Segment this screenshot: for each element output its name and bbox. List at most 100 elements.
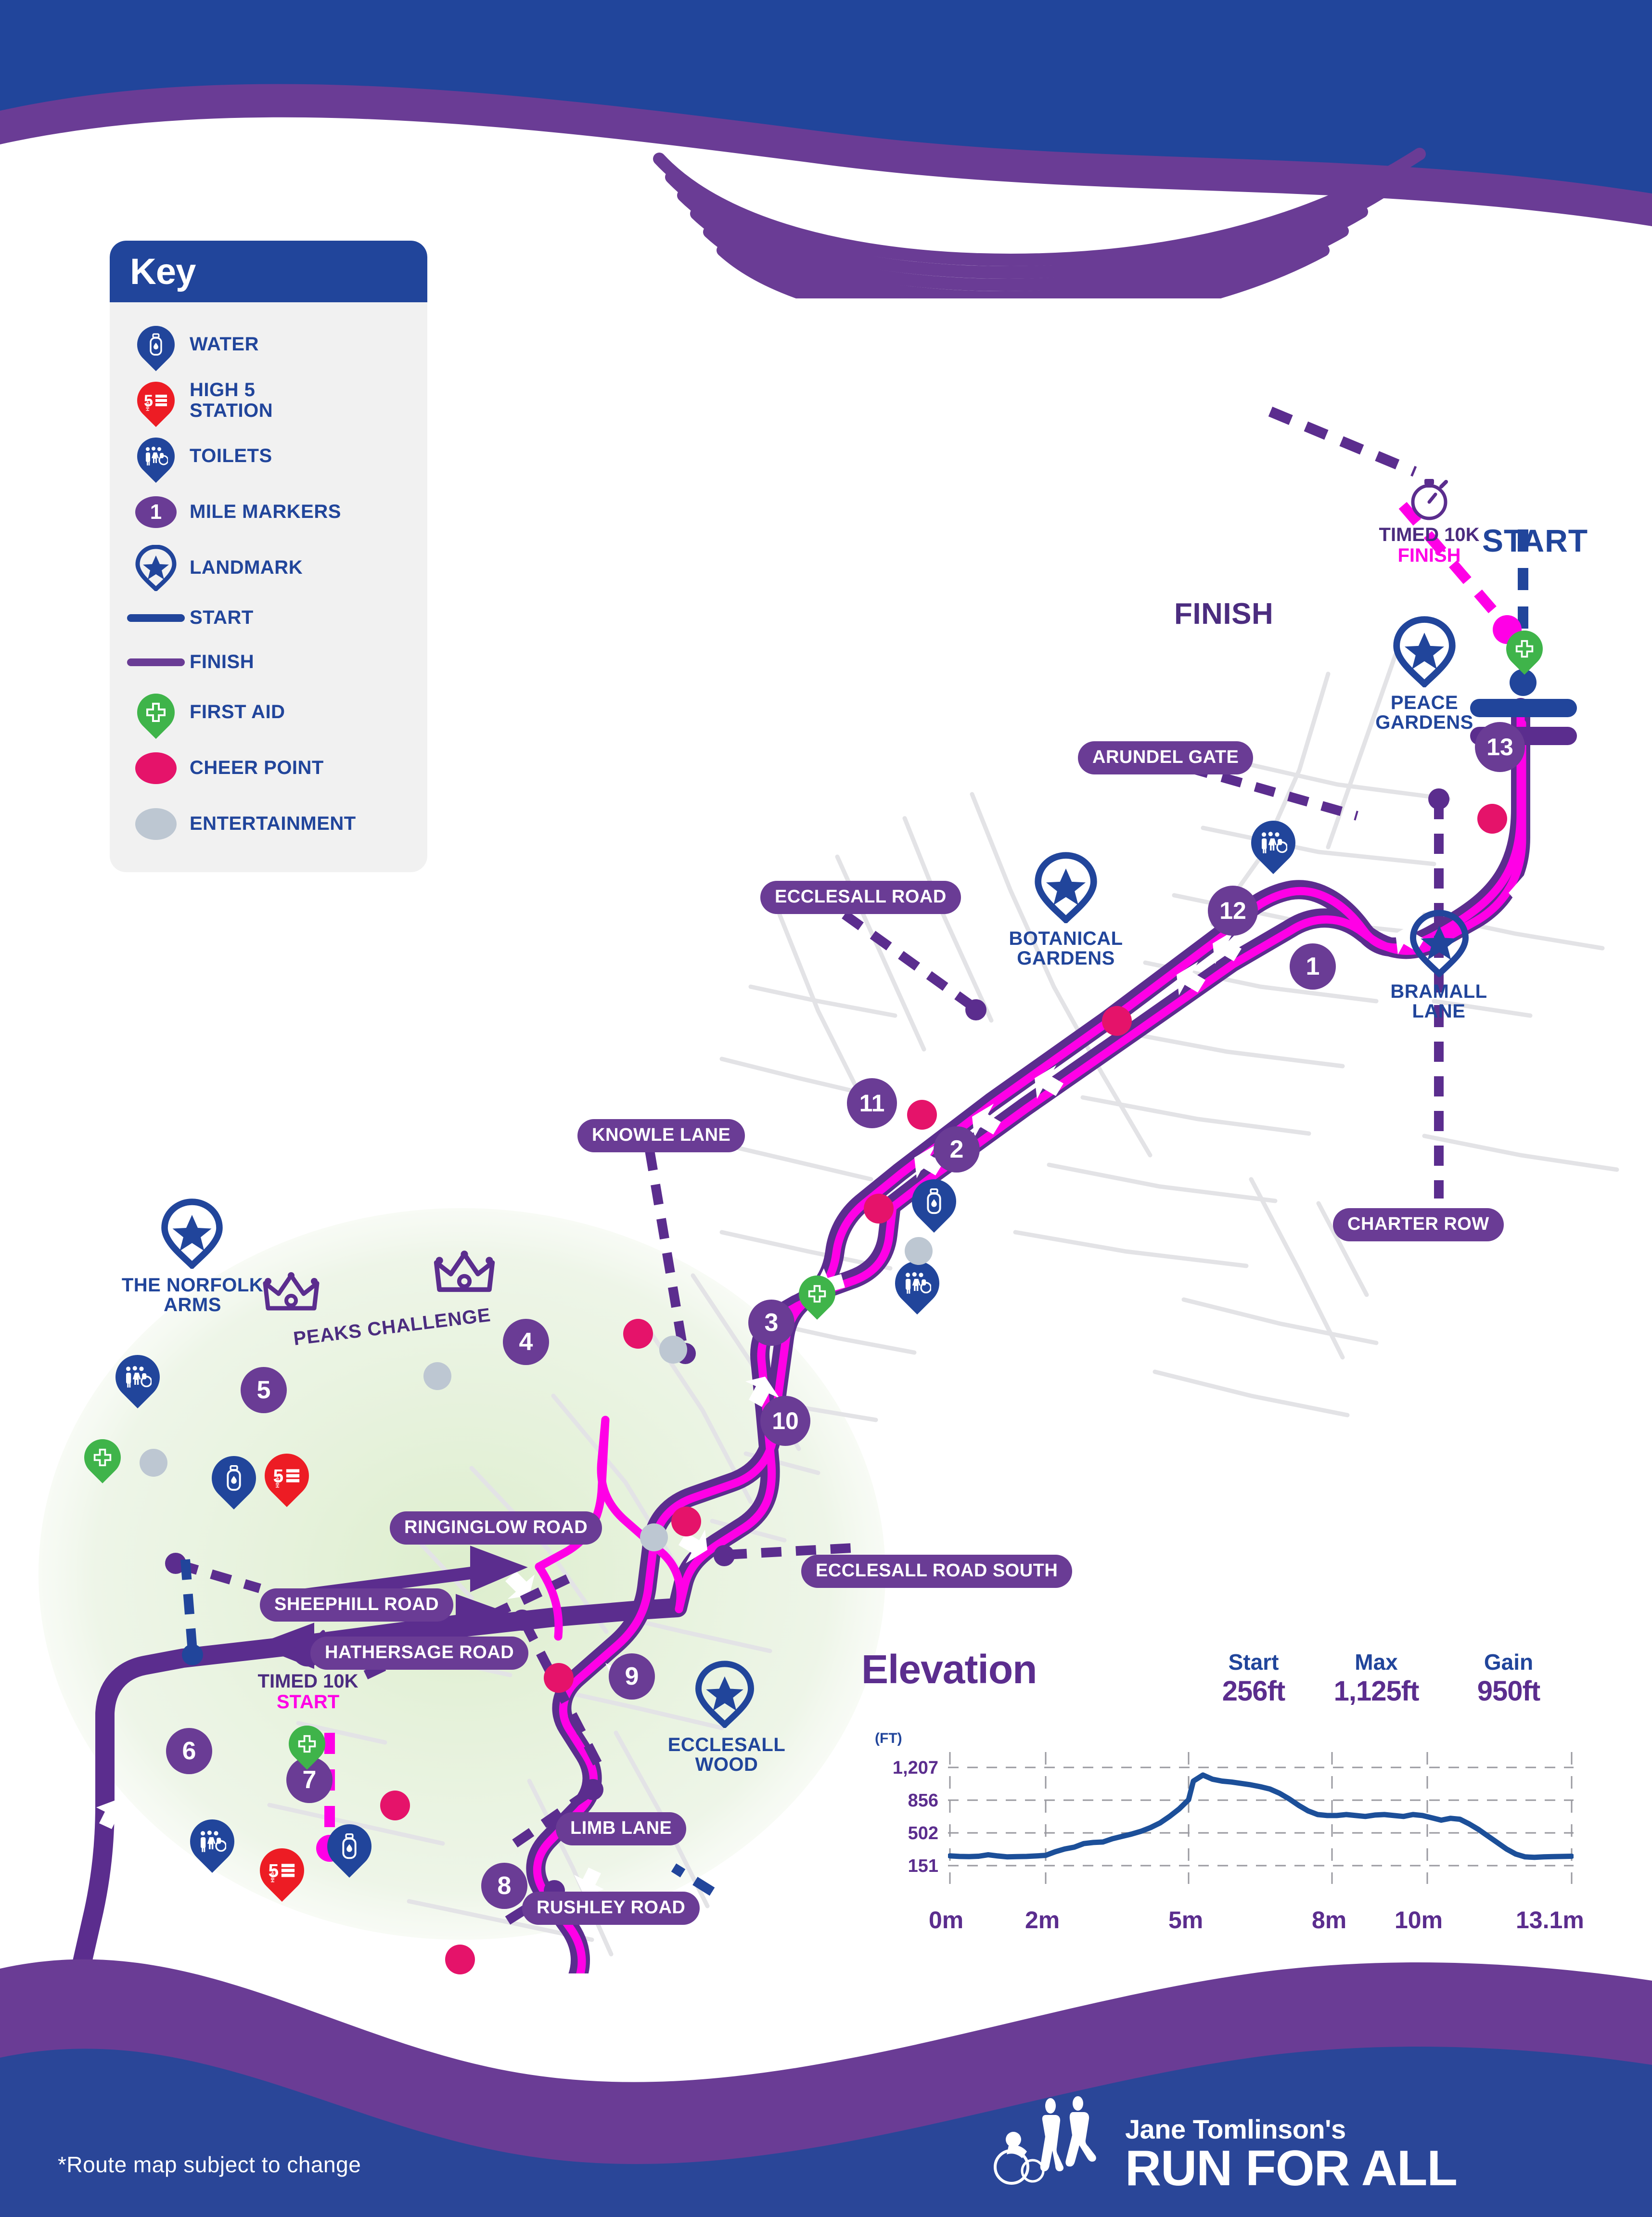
key-item-label: ENTERTAINMENT (190, 813, 356, 835)
entertainment-icon[interactable] (659, 1336, 687, 1364)
stat-value: 950ft (1477, 1676, 1540, 1707)
timed-10k-finish-line2: FINISH (1397, 545, 1461, 566)
ytick-label-0: 1,207 (892, 1758, 938, 1778)
key-item-entertainment[interactable]: ENTERTAINMENT (110, 796, 427, 852)
cheer-point-icon[interactable] (1477, 804, 1507, 834)
water-bottle-pin-icon[interactable] (318, 1815, 381, 1878)
road-label-hathersage-road[interactable]: HATHERSAGE ROAD (310, 1637, 529, 1670)
mile-marker-4[interactable]: 4 (503, 1319, 549, 1365)
mile-marker-number: 1 (1306, 953, 1320, 980)
road-label-charter-row[interactable]: CHARTER ROW (1333, 1208, 1504, 1241)
elevation-stat-gain: Gain 950ft (1448, 1649, 1569, 1707)
crown-icon (434, 1250, 495, 1292)
first-aid-pin-icon[interactable] (281, 1718, 333, 1770)
elevation-unit-label: (FT) (875, 1730, 902, 1746)
water-bottle-pin-icon[interactable] (902, 1170, 966, 1233)
mile-marker-number: 8 (497, 1872, 512, 1900)
participants-silhouette-icon (994, 2096, 1096, 2185)
key-item-cheer-point[interactable]: CHEER POINT (110, 740, 427, 796)
stat-label: Start (1228, 1650, 1279, 1675)
road-label-arundel-gate[interactable]: ARUNDEL GATE (1078, 741, 1254, 774)
road-label-ecclesall-road[interactable]: ECCLESALL ROAD (760, 881, 961, 914)
key-item-landmark[interactable]: LANDMARK (110, 540, 427, 596)
ytick-label-3: 151 (908, 1856, 938, 1876)
landmark-star-pin-icon (695, 1661, 754, 1728)
entertainment-icon[interactable] (905, 1237, 933, 1265)
cheer-point-icon[interactable] (671, 1507, 701, 1536)
entertainment-icon[interactable] (140, 1449, 167, 1477)
stopwatch-icon (1411, 479, 1448, 520)
key-panel-header: Key (110, 241, 427, 302)
mile-marker-12[interactable]: 12 (1208, 886, 1258, 936)
footer-decoration (0, 1959, 1652, 2217)
cheer-point-icon[interactable] (864, 1194, 894, 1224)
mile-marker-1[interactable]: 1 (1290, 943, 1336, 990)
key-item-finish[interactable]: FINISH (110, 640, 427, 684)
landmark-label-peace-gardens: PEACE GARDENS (1375, 692, 1473, 733)
svg-text:HIGH: HIGH (275, 1475, 281, 1488)
mile-marker-8[interactable]: 8 (481, 1863, 527, 1909)
header-decoration (0, 0, 1652, 298)
key-item-label: START (190, 607, 254, 629)
water-bottle-pin-icon[interactable] (202, 1446, 266, 1510)
key-item-first-aid[interactable]: FIRST AID (110, 684, 427, 740)
key-item-mile-markers[interactable]: 1 MILE MARKERS (110, 484, 427, 540)
stat-value: 256ft (1222, 1676, 1285, 1707)
mile-marker-number: 13 (1486, 734, 1513, 760)
finish-label: FINISH (1174, 597, 1274, 631)
mile-marker-2[interactable]: 2 (934, 1126, 980, 1173)
road-label-rushley-road[interactable]: RUSHLEY ROAD (522, 1892, 700, 1925)
cheer-point-icon[interactable] (907, 1100, 937, 1130)
mile-marker-10[interactable]: 10 (760, 1396, 810, 1446)
first-aid-pin-icon[interactable] (1498, 623, 1550, 675)
cheer-point-icon[interactable] (445, 1945, 475, 1974)
stat-label: Max (1355, 1650, 1398, 1675)
first-aid-pin-icon[interactable] (77, 1431, 128, 1483)
cheer-point-icon[interactable] (623, 1319, 653, 1349)
landmark-star-pin-icon (1410, 910, 1469, 977)
mile-marker-3[interactable]: 3 (748, 1300, 794, 1346)
landmark-label-the-norfolk-arms: THE NORFOLK ARMS (121, 1275, 264, 1315)
mile-marker-5[interactable]: 5 (241, 1367, 287, 1413)
first-aid-pin-icon (126, 685, 186, 739)
key-item-start[interactable]: START (110, 596, 427, 640)
road-label-knowle-lane[interactable]: KNOWLE LANE (577, 1119, 745, 1152)
crown-icon (263, 1272, 320, 1311)
svg-text:5: 5 (273, 1466, 283, 1487)
road-label-ecclesall-road-south[interactable]: ECCLESALL ROAD SOUTH (801, 1555, 1073, 1588)
road-label-ringinglow-road[interactable]: RINGINGLOW ROAD (390, 1511, 602, 1545)
timed-10k-start-line1: TIMED 10K (257, 1671, 359, 1692)
key-item-label: FIRST AID (190, 701, 285, 723)
entertainment-icon[interactable] (423, 1362, 451, 1390)
xtick-label-5: 13.1m (1516, 1907, 1584, 1933)
mile-marker-number: 12 (1219, 897, 1246, 924)
elevation-title: Elevation (861, 1647, 1037, 1692)
key-item-high5-station[interactable]: 5 HIGH HIGH 5 STATION (110, 373, 427, 428)
mile-marker-number: 3 (764, 1309, 779, 1337)
road-label-sheephill-road[interactable]: SHEEPHILL ROAD (260, 1588, 454, 1622)
timed-10k-start-line2: START (276, 1691, 340, 1713)
toilets-pin-icon[interactable] (180, 1810, 244, 1873)
key-item-water[interactable]: WATER (110, 317, 427, 373)
mile-marker-6[interactable]: 6 (166, 1728, 212, 1774)
toilets-pin-icon[interactable] (1242, 811, 1305, 875)
entertainment-icon[interactable] (640, 1523, 668, 1551)
toilets-pin-icon[interactable] (885, 1251, 949, 1315)
timed-10k-finish-line1: TIMED 10K (1379, 524, 1480, 545)
cheer-point-icon[interactable] (544, 1663, 574, 1693)
key-item-label: CHEER POINT (190, 757, 324, 779)
mile-marker-13[interactable]: 13 (1475, 722, 1525, 772)
key-item-toilets[interactable]: TOILETS (110, 428, 427, 484)
toilets-pin-icon[interactable] (106, 1345, 169, 1409)
landmark-label-bramall-lane: BRAMALL LANE (1390, 981, 1487, 1022)
first-aid-pin-icon[interactable] (791, 1268, 843, 1320)
road-label-limb-lane[interactable]: LIMB LANE (556, 1812, 687, 1845)
cheer-point-icon[interactable] (1102, 1006, 1132, 1036)
brand-main-line: RUN FOR ALL (1125, 2140, 1458, 2197)
mile-marker-11[interactable]: 11 (847, 1078, 897, 1128)
cheer-point-icon[interactable] (380, 1791, 410, 1820)
mile-marker-9[interactable]: 9 (609, 1653, 655, 1700)
mile-marker-number: 9 (625, 1663, 639, 1690)
